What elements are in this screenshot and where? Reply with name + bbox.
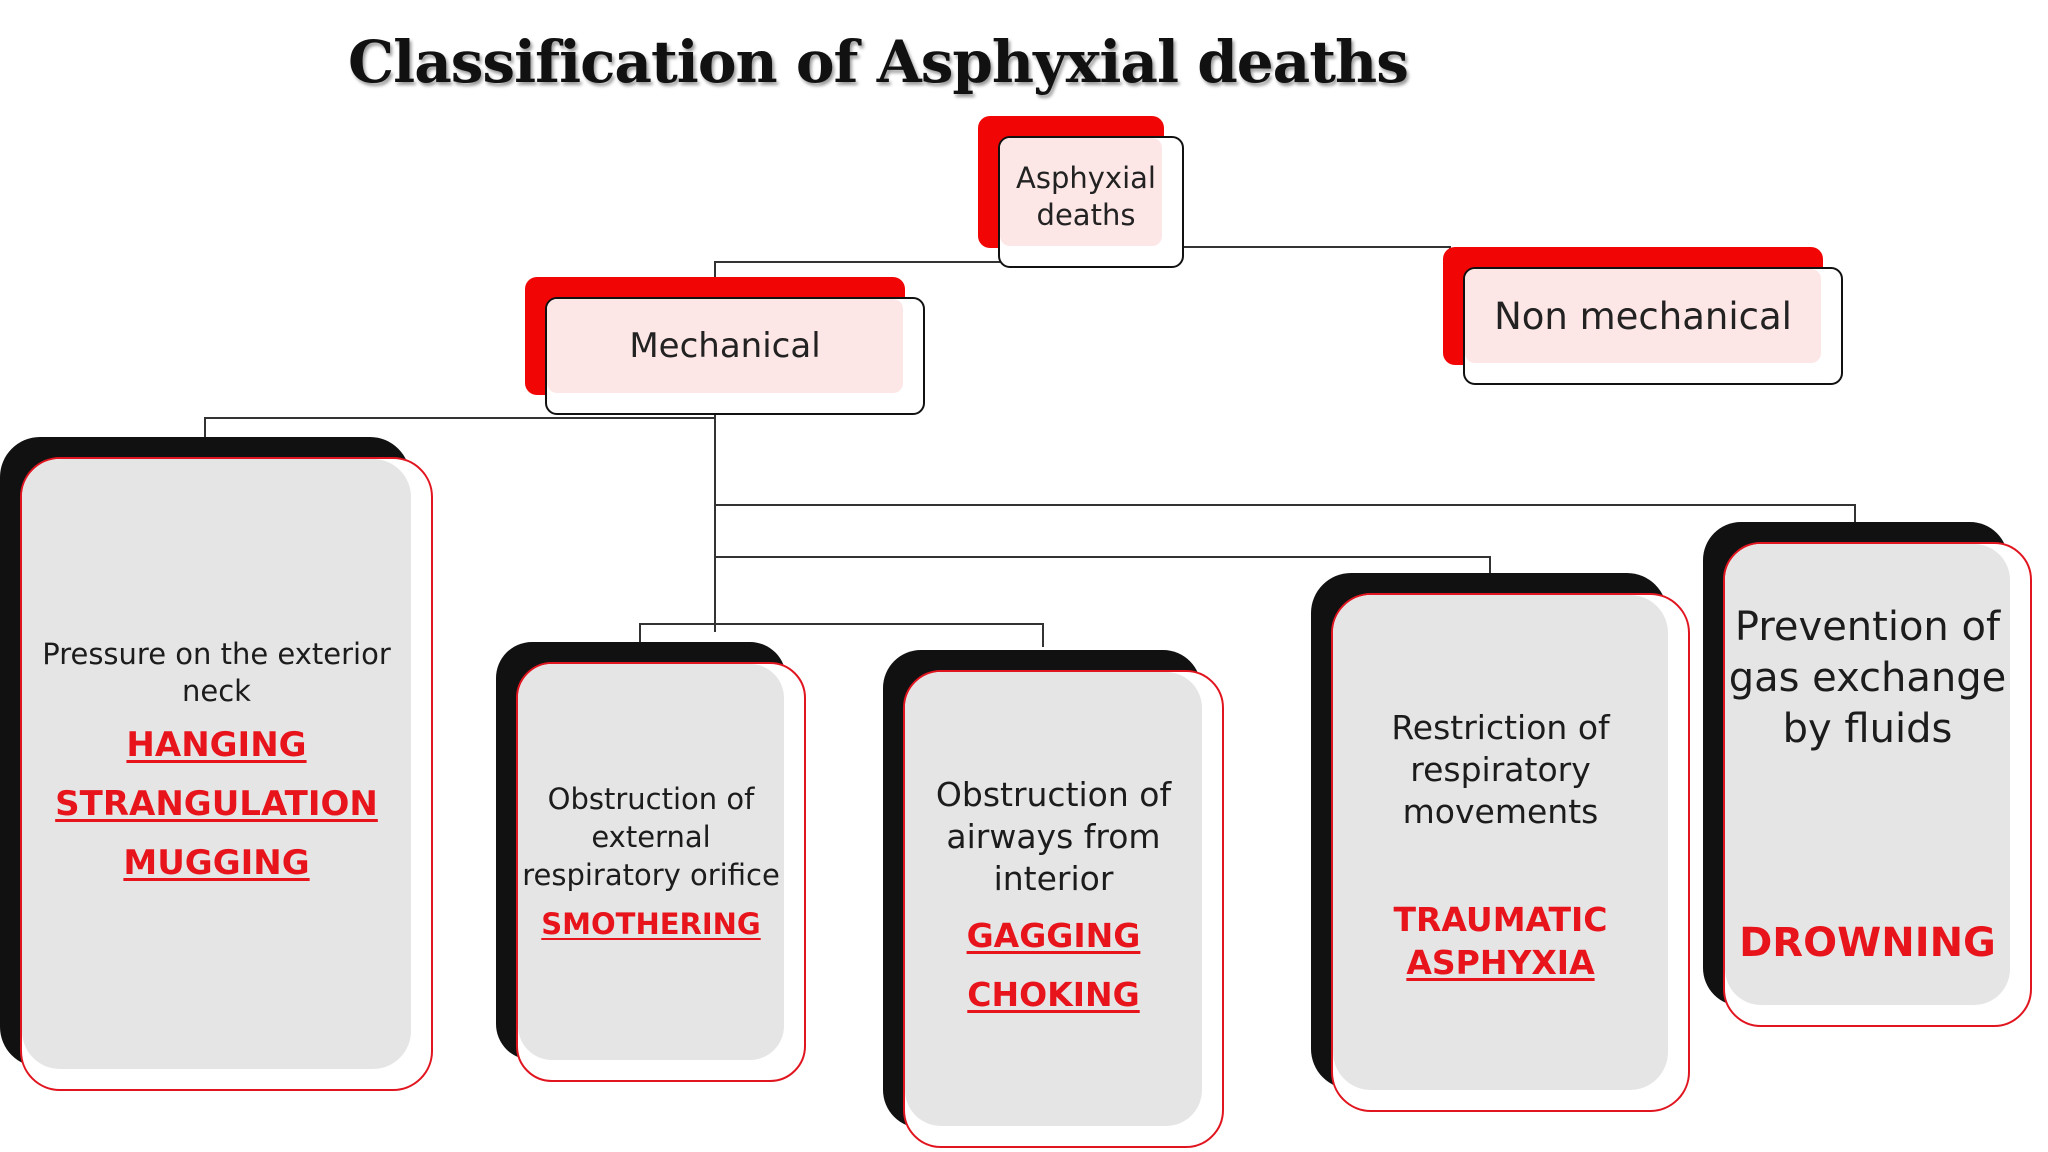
card3-description: Obstruction of airways from interior <box>936 774 1171 900</box>
root-label-line1: Asphyxial <box>1016 161 1156 195</box>
card2-content: Obstruction of external respiratory orif… <box>498 664 804 1060</box>
card2-desc-line3: respiratory orifice <box>522 858 780 892</box>
card1-fill <box>22 459 411 1069</box>
card5-desc-line1: Prevention of <box>1734 604 2001 650</box>
card1-examples: HANGING STRANGULATION MUGGING <box>55 716 378 893</box>
example-traumatic[interactable]: TRAUMATIC <box>1393 900 1608 939</box>
card4-desc-line2: respiratory <box>1410 750 1591 789</box>
card3-content: Obstruction of airways from interior GAG… <box>905 672 1202 1126</box>
connector-root-nonmechanical <box>1180 246 1451 262</box>
mechanical-fill <box>547 299 903 393</box>
card4-description: Restriction of respiratory movements <box>1391 707 1609 833</box>
connector-card2-card3 <box>639 623 1044 647</box>
card-gas-exchange: Prevention of gas exchange by fluids DRO… <box>1723 542 2032 1027</box>
card3-fill <box>905 672 1202 1126</box>
card-external-orifice: Obstruction of external respiratory orif… <box>516 662 806 1082</box>
root-node: Asphyxial deaths <box>998 136 1184 268</box>
example-gagging[interactable]: GAGGING <box>966 916 1141 955</box>
card-respiratory-movements: Restriction of respiratory movements TRA… <box>1331 593 1690 1112</box>
card2-examples: SMOTHERING <box>541 904 760 944</box>
nonmechanical-label: Non mechanical <box>1494 294 1792 338</box>
card4-desc-line3: movements <box>1402 792 1599 831</box>
card2-desc-line2: external <box>591 820 711 854</box>
card3-desc-line1: Obstruction of <box>935 775 1172 814</box>
card4-desc-line1: Restriction of <box>1391 708 1610 747</box>
example-strangulation[interactable]: STRANGULATION <box>55 783 378 824</box>
example-choking[interactable]: CHOKING <box>967 975 1140 1014</box>
card5-description: Prevention of gas exchange by fluids <box>1729 602 2007 755</box>
card1-description: Pressure on the exterior neck <box>42 636 391 710</box>
card1-desc-line2: neck <box>182 673 251 708</box>
card2-desc-line1: Obstruction of <box>547 782 755 816</box>
card1-content: Pressure on the exterior neck HANGING ST… <box>22 459 411 1069</box>
card5-content: Prevention of gas exchange by fluids DRO… <box>1715 544 2020 1005</box>
card4-content: Restriction of respiratory movements TRA… <box>1333 595 1668 1090</box>
card-airways-interior: Obstruction of airways from interior GAG… <box>903 670 1224 1148</box>
card4-fill <box>1333 595 1668 1090</box>
example-asphyxia[interactable]: ASPHYXIA <box>1406 943 1595 982</box>
example-mugging[interactable]: MUGGING <box>123 842 310 883</box>
mechanical-node: Mechanical <box>545 297 925 415</box>
card2-description: Obstruction of external respiratory orif… <box>522 780 780 894</box>
card5-fill <box>1725 544 2010 1005</box>
card-pressure-neck: Pressure on the exterior neck HANGING ST… <box>20 457 433 1091</box>
nonmechanical-node: Non mechanical <box>1463 267 1843 385</box>
root-label: Asphyxial deaths <box>1000 138 1172 256</box>
root-label-line2: deaths <box>1036 198 1136 232</box>
card3-examples: GAGGING CHOKING <box>967 906 1141 1024</box>
connector-card1 <box>204 417 715 438</box>
card2-fill <box>518 664 784 1060</box>
root-fill <box>1000 138 1162 246</box>
connector-card5 <box>715 504 1856 522</box>
connector-card4 <box>715 556 1491 574</box>
nonmechanical-fill <box>1465 269 1821 363</box>
card5-desc-line2: gas exchange <box>1728 655 2007 701</box>
card3-desc-line2: airways from <box>946 817 1161 856</box>
example-smothering[interactable]: SMOTHERING <box>541 907 761 941</box>
card4-examples: TRAUMATIC ASPHYXIA <box>1393 898 1607 984</box>
mechanical-label: Mechanical <box>629 326 821 366</box>
card1-desc-line1: Pressure on the exterior <box>42 636 391 671</box>
diagram-title: Classification of Asphyxial deaths <box>348 28 1409 96</box>
card5-examples: DROWNING <box>1739 918 1996 968</box>
example-drowning[interactable]: DROWNING <box>1739 920 1996 966</box>
example-hanging[interactable]: HANGING <box>126 724 307 765</box>
card5-desc-line3: by fluids <box>1782 706 1953 752</box>
card3-desc-line3: interior <box>993 859 1114 898</box>
